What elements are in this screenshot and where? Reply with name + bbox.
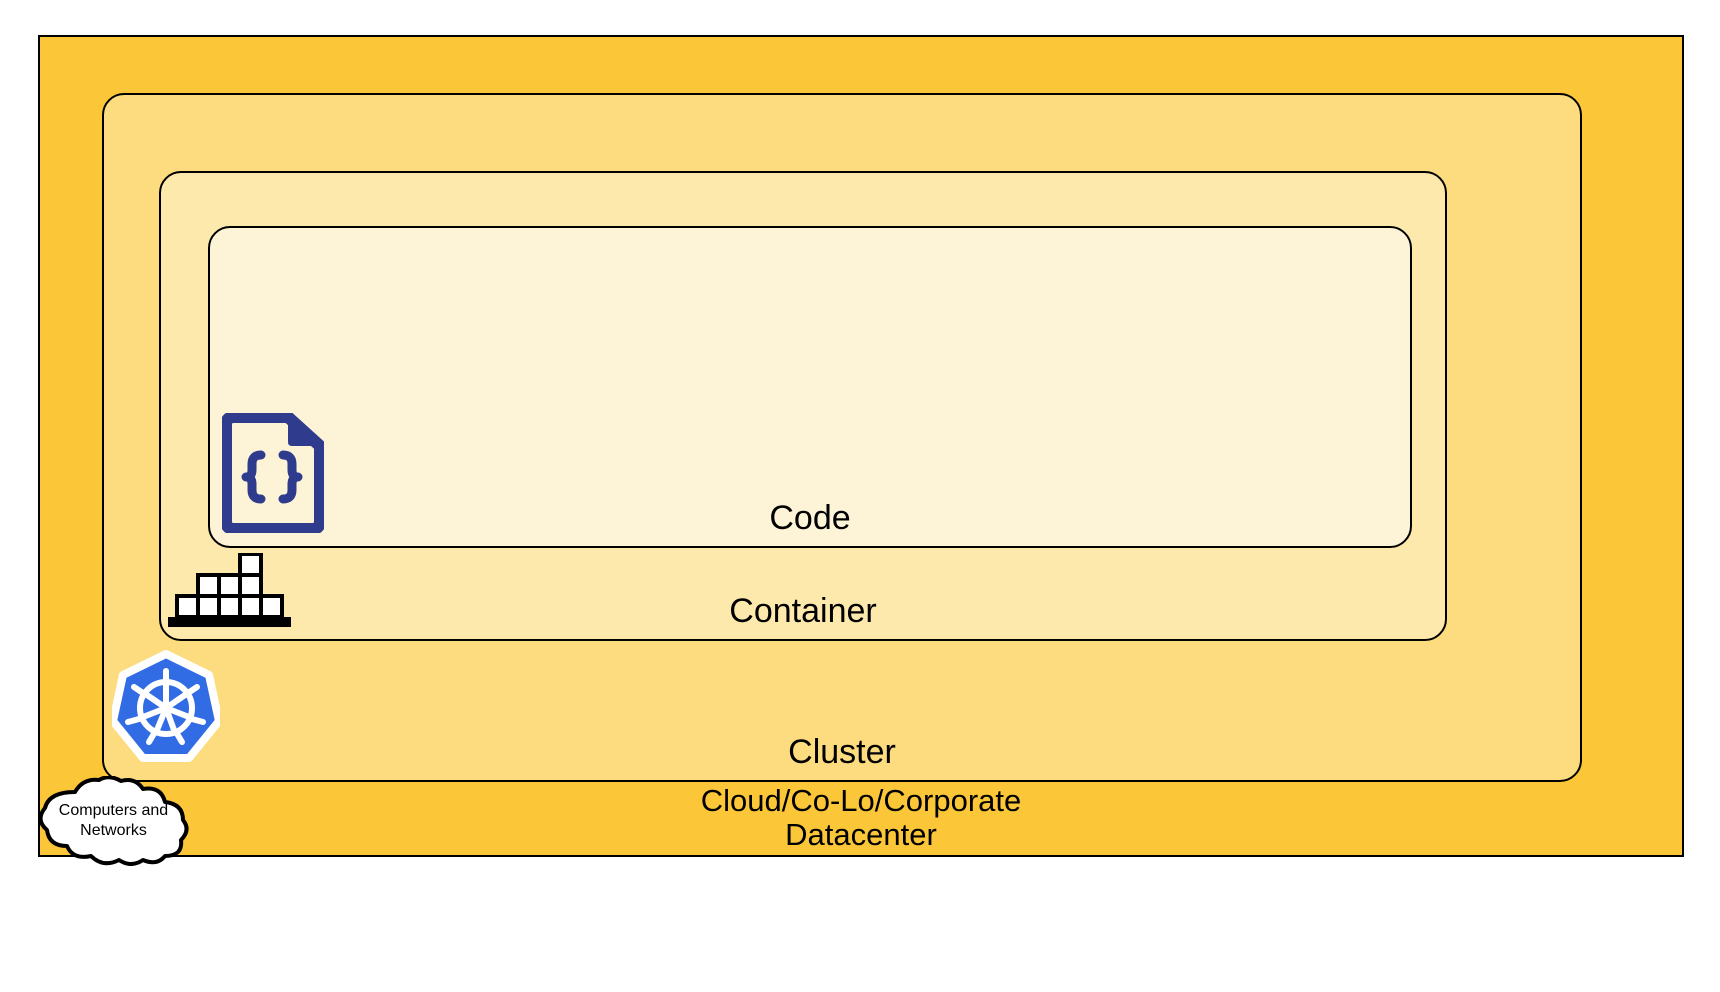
computers-networks-cloud[interactable] [31,775,196,866]
container-stack-icon [168,552,291,627]
layer-box-container[interactable]: Container Code [159,171,1447,641]
layer-box-cluster[interactable]: Cluster Container Code [102,93,1582,782]
layer-label-datacenter: Cloud/Co-Lo/Corporate Datacenter [700,782,1022,853]
code-file-icon [220,411,326,535]
layer-label-container: Container [729,591,877,630]
layer-box-code[interactable]: Code [208,226,1412,548]
layer-label-cluster: Cluster [788,732,896,771]
layer-label-code: Code [769,498,851,537]
kubernetes-icon [109,650,223,766]
layer-box-datacenter[interactable]: Cloud/Co-Lo/Corporate Datacenter Cluster… [38,35,1684,857]
